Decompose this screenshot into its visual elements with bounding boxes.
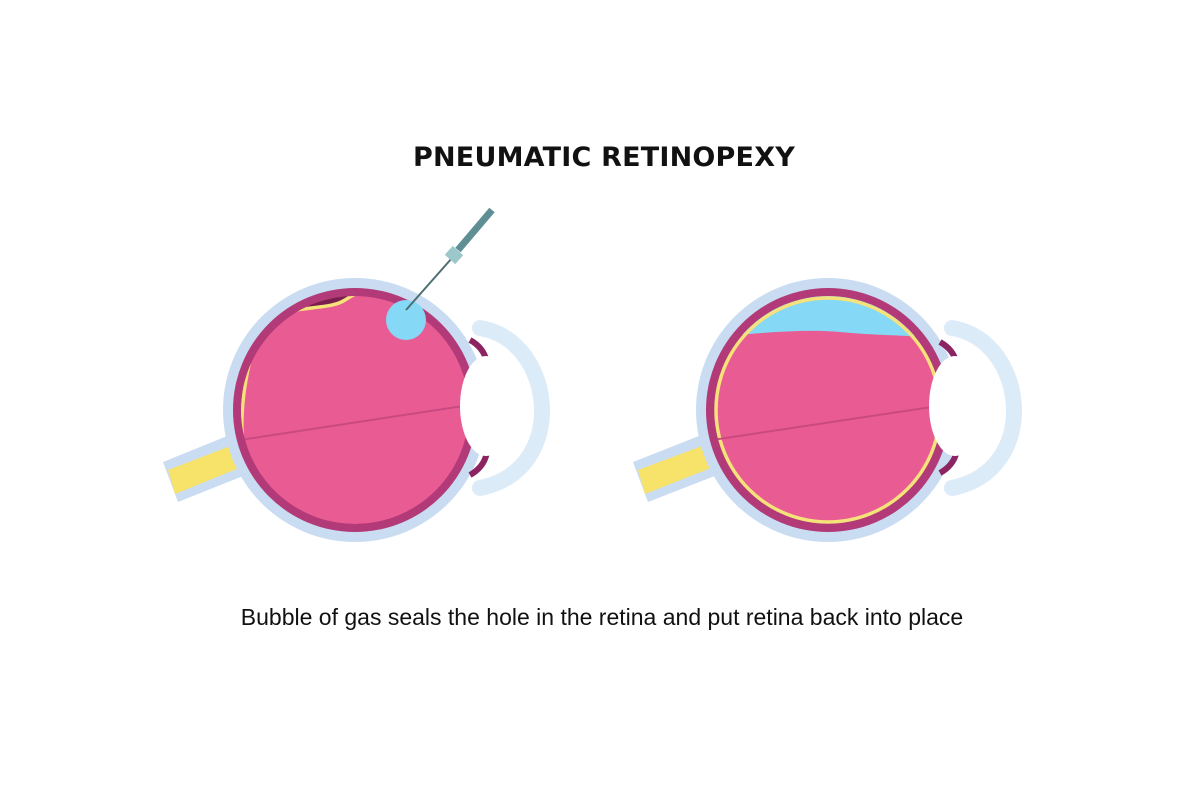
needle [405, 207, 495, 311]
eye-before [163, 207, 550, 542]
diagram-title: PNEUMATIC RETINOPEXY [413, 142, 795, 173]
vitreous-after [716, 298, 940, 522]
gas-bubble-after [714, 296, 942, 340]
lens-after [929, 356, 981, 456]
eye-after [633, 278, 1022, 542]
gas-bubble-before [386, 300, 426, 340]
lens-before [460, 356, 512, 456]
vitreous-before [241, 296, 469, 524]
cornea-before [472, 320, 550, 496]
retina-line-before [261, 296, 469, 499]
visual-axis-before [241, 404, 469, 441]
diagram-caption: Bubble of gas seals the hole in the reti… [240, 604, 964, 630]
visual-axis-after [714, 404, 942, 441]
cornea-after [944, 320, 1022, 496]
